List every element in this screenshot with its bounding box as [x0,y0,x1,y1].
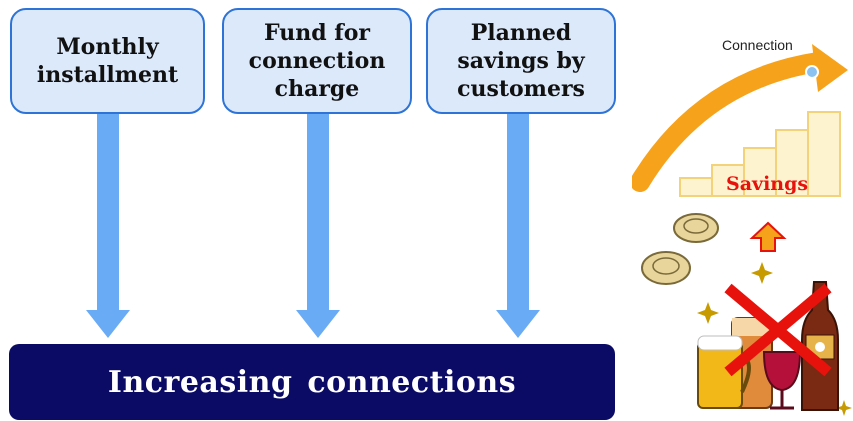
growth-curve-arrow-icon [632,44,848,192]
increasing-connections-label: Increasing connections [107,364,517,400]
increasing-connections-bar: Increasing connections [9,344,615,420]
connection-label: Connection [722,37,793,53]
savings-label: Savings [726,173,809,195]
down-arrow-1 [86,114,130,338]
planned-savings-box: Planned savings by customers [426,8,616,114]
down-arrow-3 [496,114,540,338]
alcohol-drinks-icon [697,281,839,411]
sparkle-icon [697,262,852,416]
connection-charge-fund-box: Fund for connection charge [222,8,412,114]
down-arrow-2 [296,114,340,338]
cross-icon [724,283,832,377]
monthly-installment-box: Monthly installment [10,8,205,114]
planned-savings-label: Planned savings by customers [457,20,585,102]
monthly-installment-label: Monthly installment [36,34,179,88]
connection-charge-fund-label: Fund for connection charge [248,20,386,102]
coins-icon [641,213,719,285]
up-arrow-icon [749,221,787,252]
savings-steps-icon [679,111,841,197]
savings-illustration [632,44,852,416]
